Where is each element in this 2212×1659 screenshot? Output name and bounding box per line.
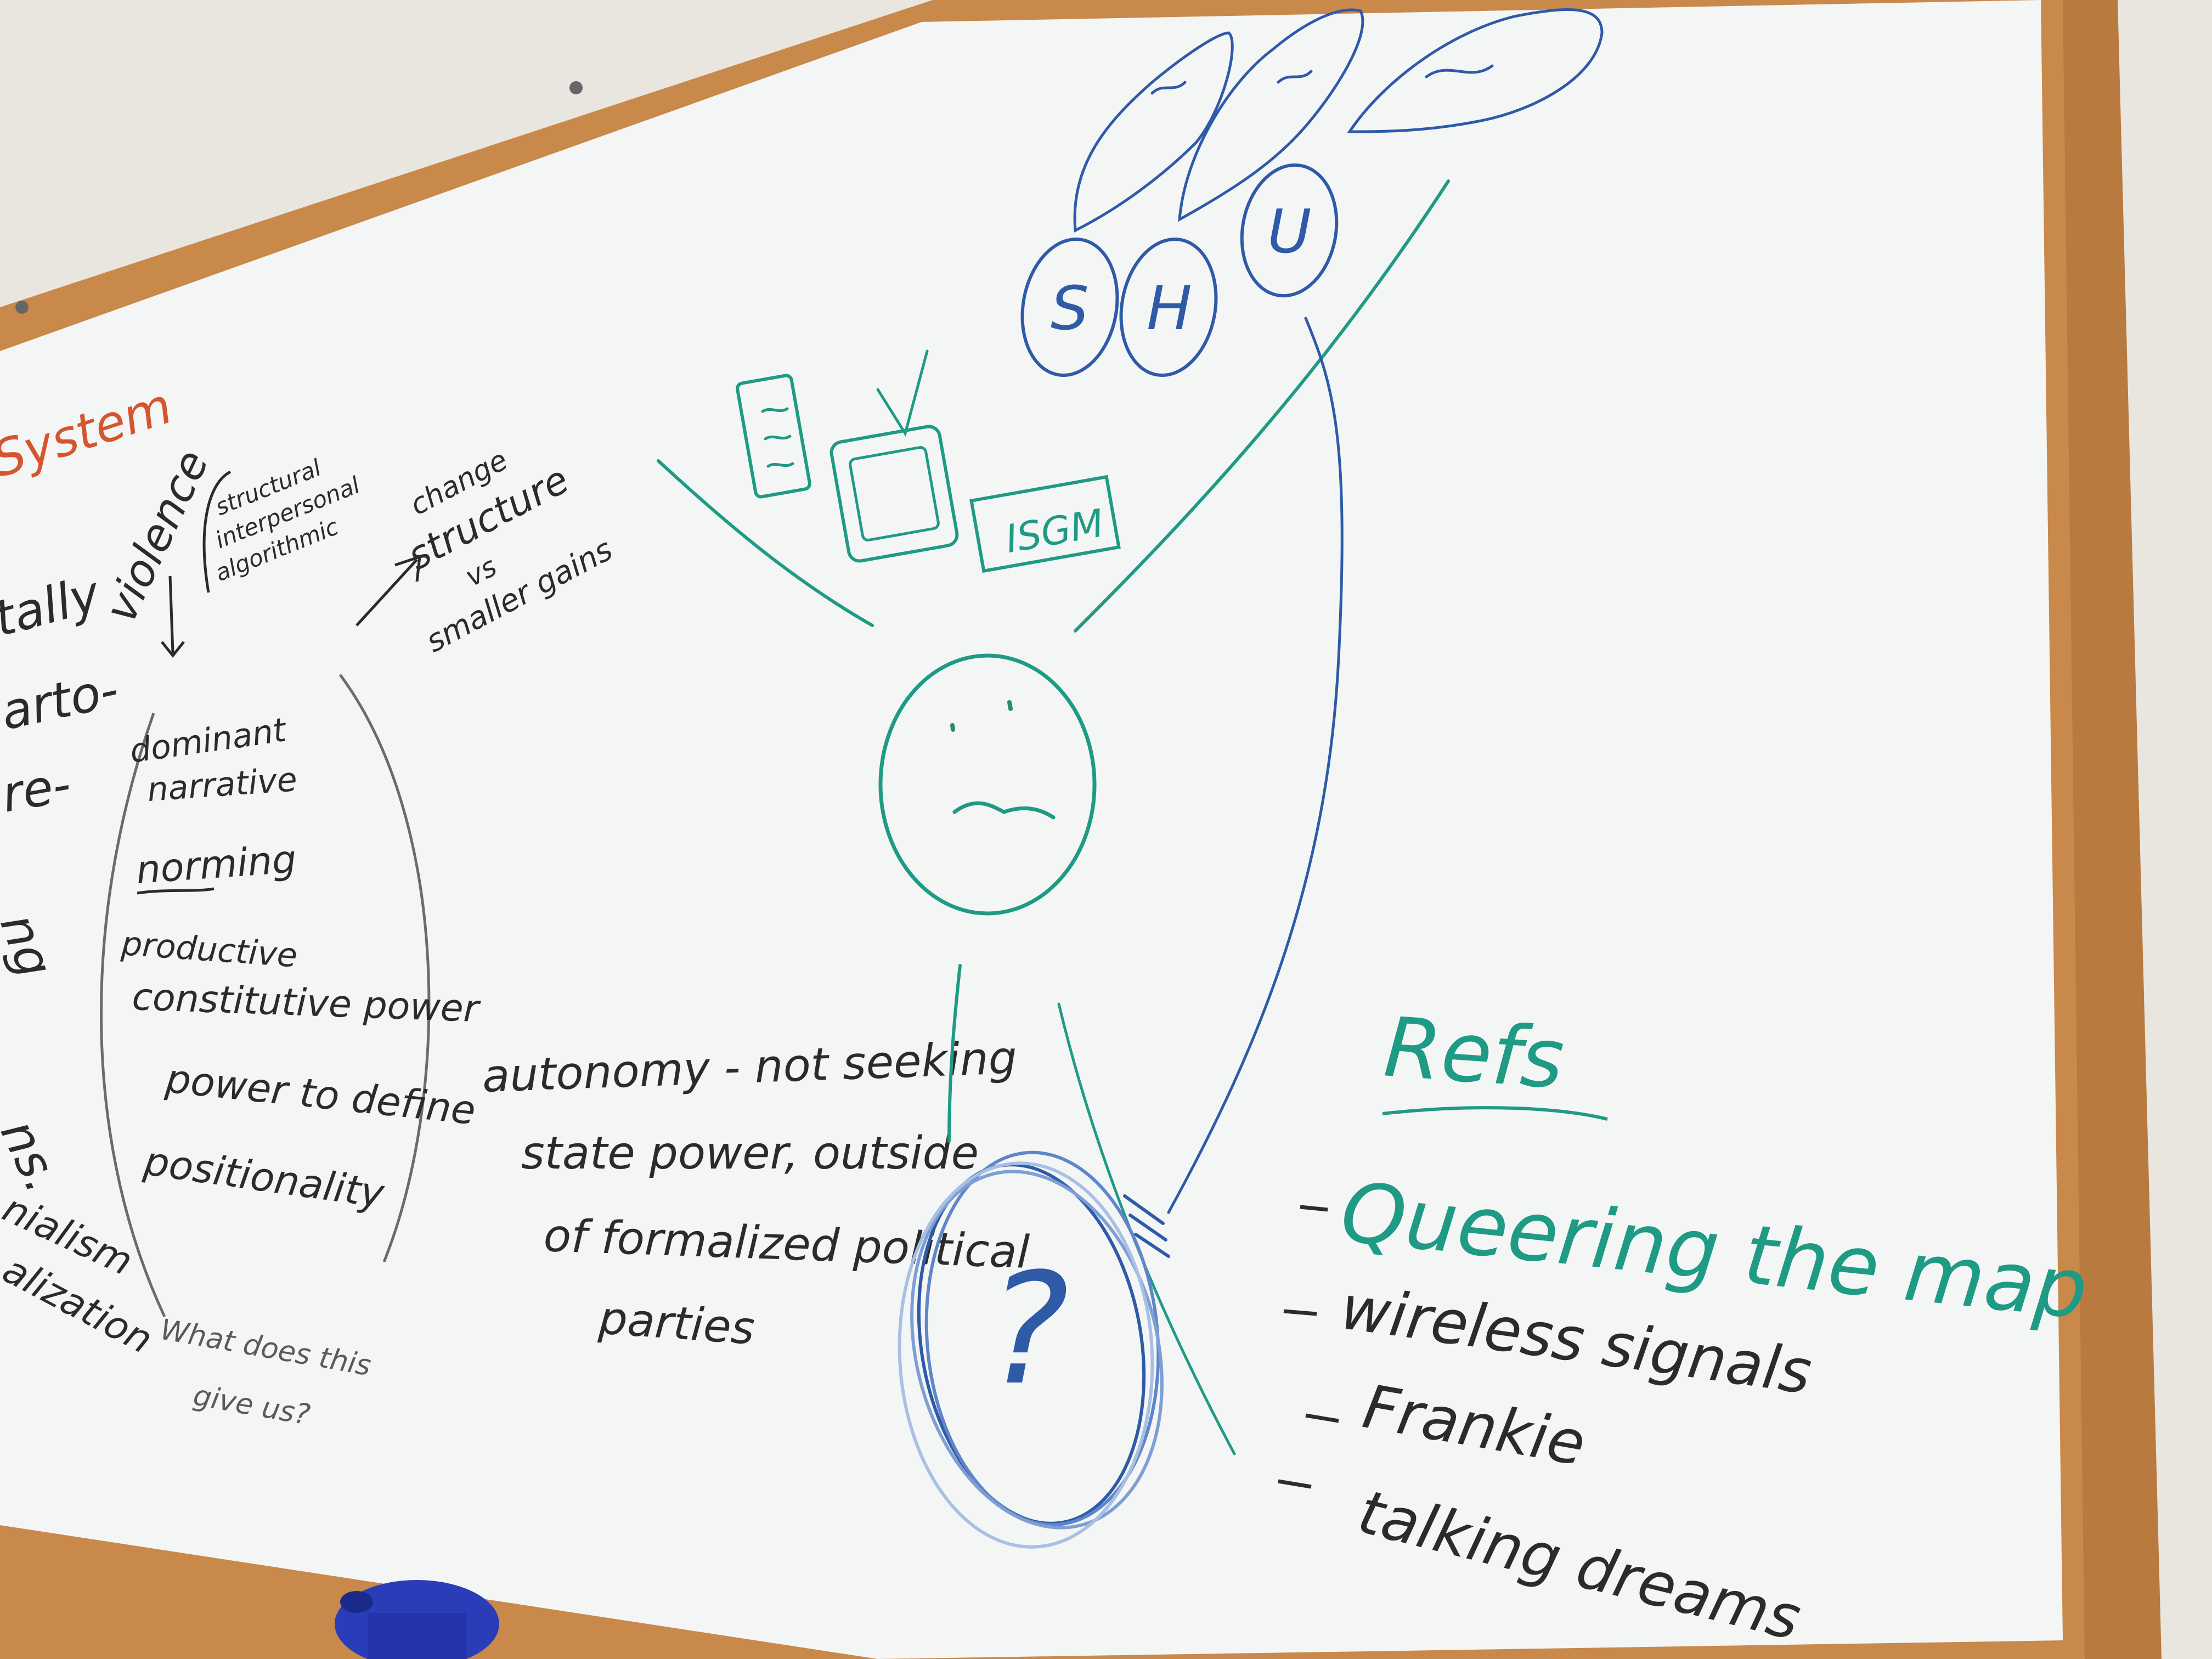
h-circle bbox=[1119, 238, 1218, 377]
refs-heading: Refs bbox=[1381, 1000, 1567, 1107]
frown-mouth bbox=[952, 801, 1056, 820]
question-circle bbox=[910, 1170, 1164, 1530]
tv-screen bbox=[849, 446, 940, 541]
down-arrow bbox=[161, 575, 185, 658]
frame-screw bbox=[569, 81, 583, 94]
face-eye bbox=[950, 700, 1013, 732]
s-circle bbox=[1020, 238, 1119, 377]
refs-underline bbox=[1382, 1106, 1608, 1121]
tv-icon bbox=[830, 425, 959, 563]
question-circle bbox=[898, 1161, 1154, 1549]
thought-bubble-icon bbox=[1073, 31, 1234, 233]
phone-icon bbox=[736, 374, 811, 499]
phone-lines bbox=[761, 407, 794, 468]
arrow-hatch bbox=[1123, 1194, 1170, 1258]
right-arm bbox=[1074, 179, 1450, 633]
u-circle bbox=[1240, 163, 1339, 298]
up-arrow bbox=[356, 555, 421, 627]
isgm-box bbox=[969, 475, 1121, 573]
s-letter: S bbox=[1051, 273, 1089, 343]
left-arm bbox=[657, 459, 874, 627]
autonomy-line: parties bbox=[597, 1292, 757, 1355]
autonomy-line: state power, outside bbox=[521, 1127, 979, 1180]
central-drawing bbox=[657, 179, 1450, 1455]
thought-bubble-icon bbox=[1347, 8, 1604, 133]
u-letter: U bbox=[1267, 196, 1312, 267]
person-figure-icon bbox=[878, 653, 1097, 916]
bubble-squiggle bbox=[1150, 64, 1494, 95]
thought-bubble-icon bbox=[1178, 8, 1364, 222]
h-letter: H bbox=[1147, 273, 1192, 343]
connector-line bbox=[1167, 317, 1344, 1214]
body-left bbox=[947, 964, 962, 1143]
board-surface bbox=[0, 0, 2063, 1659]
bullet-dash bbox=[1278, 1205, 1339, 1489]
tv-antenna bbox=[876, 349, 929, 437]
grouping-arc bbox=[99, 674, 431, 1318]
norming-underline bbox=[137, 887, 215, 895]
frame-right bbox=[2063, 0, 2162, 1659]
question-mark: ? bbox=[988, 1240, 1069, 1419]
violence-bracket bbox=[202, 470, 232, 593]
thought-cluster bbox=[898, 8, 1604, 1549]
fragment-text: re- bbox=[0, 755, 75, 824]
norming-text: norming bbox=[134, 837, 297, 893]
marker-cap-icon bbox=[335, 1580, 499, 1659]
frame-screw bbox=[15, 301, 29, 314]
